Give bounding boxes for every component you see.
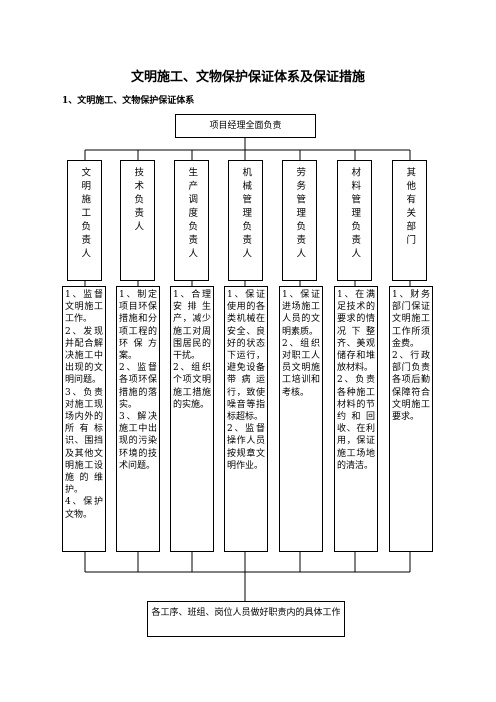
dept-label: 技术负责人: [132, 167, 144, 235]
dept-label: 其他有关部门: [404, 167, 416, 248]
dept-label: 劳务管理负责人: [294, 167, 306, 262]
section-heading: 1、文明施工、文物保护保证体系: [62, 96, 195, 106]
duties-production-dispatch: 1、合理安排生产，减少施工对周围居民的干扰。 2、组织个项文明施工措施的实施。: [170, 286, 214, 552]
duties-labor: 1、保证进场施工人员的文明素质。 2、组织对职工人员文明施工培训和考核。: [279, 286, 323, 552]
duties-other: 1、财务部门保证文明施工工作所须金费。 2、行政部门负责各项后勤保障符合文明施工…: [389, 286, 433, 552]
duties-technical: 1、制定项目环保措施和分项工程的环保方案。 2、监督各项环保措施的落实。 3、解…: [116, 286, 160, 552]
dept-label: 文明施工负责人: [79, 167, 91, 262]
dept-labor: 劳务管理负责人: [282, 160, 317, 281]
dept-label: 机械管理负责人: [240, 167, 252, 262]
dept-technical: 技术负责人: [120, 160, 155, 281]
dept-materials: 材料管理负责人: [337, 160, 372, 281]
dept-other: 其他有关部门: [392, 160, 427, 281]
duties-machinery: 1、保证使用的各类机械在安全、良好的状态下运行，避免设备带病运行，致使噪音等指标…: [224, 286, 268, 552]
duties-materials: 1、在满足技术的要求的情况下整齐、美观储存和堆放材料。 2、负责各种施工材料的节…: [334, 286, 378, 552]
page-title: 文明施工、文物保护保证体系及保证措施: [130, 70, 365, 85]
project-manager-box: 项目经理全面负责: [175, 114, 316, 138]
duties-civilized-construction: 1、监督文明施工工作。 2、发现并配合解决施工中出现的文明问题。 3、负责对施工…: [62, 286, 106, 552]
staff-duty-box: 各工序、班组、岗位人员做好职责内的具体工作: [147, 601, 345, 637]
dept-production-dispatch: 生产调度负责人: [174, 160, 209, 281]
dept-label: 生产调度负责人: [186, 167, 198, 262]
dept-civilized-construction: 文明施工负责人: [67, 160, 102, 281]
dept-label: 材料管理负责人: [349, 167, 361, 262]
dept-machinery: 机械管理负责人: [228, 160, 263, 281]
